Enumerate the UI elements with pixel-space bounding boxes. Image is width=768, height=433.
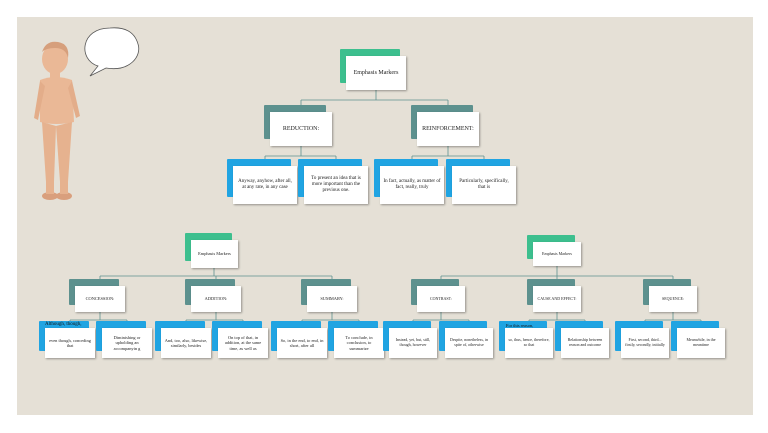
item-sequence-2: Meanwhile, in the meantime <box>671 321 725 358</box>
item-concession-1: even though, conceding that <box>39 321 95 358</box>
category-label: REINFORCEMENT: <box>417 112 479 146</box>
item-text: And, too, also, likewise, similarly, bes… <box>161 328 211 358</box>
category-label: ADDITION: <box>191 286 241 312</box>
left-title-node: Emphasis Markers <box>185 233 238 268</box>
item-reduction-1: Anyway, anyhow, after all, at any rate, … <box>227 159 297 204</box>
item-text: Diminishing or upholding an accompanyin … <box>102 328 152 358</box>
item-concession-2: Diminishing or upholding an accompanyin … <box>96 321 152 358</box>
item-text: even though, conceding that <box>45 328 95 358</box>
category-label: CAUSE AND EFFECT: <box>533 286 581 312</box>
item-summary-1: So, in the end, to end, in short, after … <box>271 321 327 358</box>
item-text: To conclude, in conclusion, to summarize <box>334 328 384 358</box>
category-cause-effect: CAUSE AND EFFECT: <box>527 279 581 312</box>
item-sequence-1: First, second, third... firstly, secondl… <box>615 321 669 358</box>
category-label: SEQUENCE: <box>649 286 697 312</box>
category-concession: CONCESSION: <box>69 279 125 312</box>
item-text: Despite, nonetheless, in spite of, other… <box>445 328 493 358</box>
concession-overlap-text: Although, though, <box>45 322 82 327</box>
item-text: so, thus, hence, therefore, so that <box>505 328 553 358</box>
item-reduction-2: To present an idea that is more importan… <box>298 159 368 204</box>
item-reinforcement-1: In fact, actually, as matter of fact, re… <box>374 159 444 204</box>
item-text: In fact, actually, as matter of fact, re… <box>380 166 444 204</box>
item-summary-2: To conclude, in conclusion, to summarize <box>328 321 384 358</box>
item-text: Anyway, anyhow, after all, at any rate, … <box>233 166 297 204</box>
category-reinforcement: REINFORCEMENT: <box>411 105 479 146</box>
item-text: Meanwhile, in the meantime <box>677 328 725 358</box>
top-title-node: Emphasis Markers <box>340 49 406 90</box>
item-text: Relationship between reason and outcome <box>561 328 609 358</box>
left-title-text: Emphasis Markers <box>191 240 238 268</box>
right-title-text: Emphasis Markers <box>533 242 581 266</box>
right-title-node: Emphasis Markers <box>527 235 581 266</box>
category-summary: SUMMARY: <box>301 279 357 312</box>
item-text: Particularly, specifically, that is <box>452 166 516 204</box>
person-figure-icon <box>34 41 80 200</box>
item-text: Instead, yet, but, still, though, howeve… <box>389 328 437 358</box>
category-addition: ADDITION: <box>185 279 241 312</box>
item-text: So, in the end, to end, in short, after … <box>277 328 327 358</box>
category-contrast: CONTRAST: <box>411 279 465 312</box>
speech-bubble-icon <box>84 27 140 77</box>
category-sequence: SEQUENCE: <box>643 279 697 312</box>
connector-lines <box>69 90 702 321</box>
category-reduction: REDUCTION: <box>264 105 332 146</box>
item-text: First, second, third... firstly, secondl… <box>621 328 669 358</box>
category-label: REDUCTION: <box>270 112 332 146</box>
category-label: CONTRAST: <box>417 286 465 312</box>
category-label: SUMMARY: <box>307 286 357 312</box>
category-label: CONCESSION: <box>75 286 125 312</box>
item-addition-1: And, too, also, likewise, similarly, bes… <box>155 321 211 358</box>
cause-effect-overlap-text: For this reason, <box>506 323 534 328</box>
item-addition-2: On top of that, in addition, at the same… <box>212 321 268 358</box>
item-text: On top of that, in addition, at the same… <box>218 328 268 358</box>
item-reinforcement-2: Particularly, specifically, that is <box>446 159 516 204</box>
item-contrast-1: Instead, yet, but, still, though, howeve… <box>383 321 437 358</box>
item-text: To present an idea that is more importan… <box>304 166 368 204</box>
top-title-text: Emphasis Markers <box>346 56 406 90</box>
item-cause-effect-1: so, thus, hence, therefore, so that <box>499 321 553 358</box>
item-cause-effect-2: Relationship between reason and outcome <box>555 321 609 358</box>
item-contrast-2: Despite, nonetheless, in spite of, other… <box>439 321 493 358</box>
